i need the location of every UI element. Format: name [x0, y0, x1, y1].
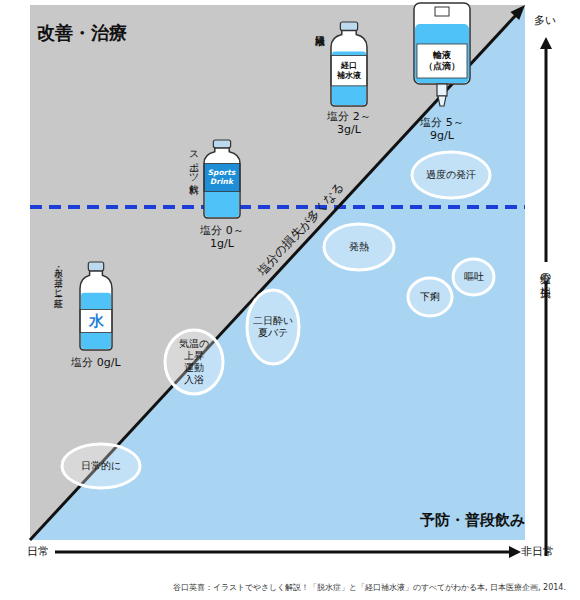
node-sublabel: 塩分 0～1g/L — [197, 224, 247, 250]
iv-bag-outline-stroke — [414, 3, 470, 84]
bottle-outline — [80, 262, 112, 350]
condition-ellipse: 嘔吐 — [451, 257, 496, 297]
ellipse-shape — [324, 224, 394, 270]
condition-ellipse: 下痢 — [406, 276, 454, 318]
node-sublabel: 水・お茶・コーヒー・紅茶 — [53, 262, 63, 292]
caption: 谷口英喜：イラストでやさしく解説！「脱水症」と「経口補水液」のすべてがわかる本,… — [173, 583, 566, 593]
node-label: 二日酔い 夏バテ — [251, 315, 295, 339]
condition-ellipse: 過度の発汗 — [410, 150, 492, 200]
bottle-liquid — [332, 51, 366, 105]
bottle-body — [331, 30, 367, 106]
ellipse-shape — [408, 278, 452, 316]
ellipse-shape — [412, 152, 490, 198]
axis-end-label: 多い — [534, 14, 556, 27]
node-label: 発熱 — [329, 241, 389, 253]
axis-title: 塩分の損失 — [539, 262, 552, 281]
iv-bag-label — [417, 44, 467, 78]
node-sublabel: 塩分 2～3g/L — [324, 110, 374, 136]
bottle-outline-stroke — [331, 30, 367, 106]
node-label: Sports Drink — [204, 168, 240, 186]
x-axis-arrow-head — [509, 546, 521, 558]
bottle-outline-stroke — [204, 148, 240, 218]
axis-end-label: 日常 — [27, 545, 49, 558]
bottle-body — [204, 148, 240, 218]
node-label: 輸液 （点滴） — [417, 50, 467, 72]
bottle-cap — [213, 140, 230, 148]
condition-ellipse: 二日酔い 夏バテ — [245, 288, 301, 366]
iv-bag-spout — [437, 84, 447, 96]
iv-bag-tip — [438, 96, 446, 106]
region-title: 改善・治療 — [37, 22, 127, 44]
axis-end-label: 非日常 — [521, 545, 554, 558]
bottle-liquid — [81, 293, 111, 349]
node-sublabel: 塩分 0g/L — [71, 356, 121, 369]
ellipse-shape — [62, 444, 140, 488]
condition-ellipse: 日常的に — [60, 442, 142, 490]
iv-bag: 輸液 （点滴）塩分 5～9g/L — [413, 2, 471, 108]
diagonal-arrow-head — [510, 5, 525, 20]
node-sublabel: 塩分 5～9g/L — [417, 116, 467, 142]
bottle-body — [80, 271, 112, 350]
ellipse-shape — [453, 259, 494, 295]
iv-bag-liquid — [415, 24, 469, 83]
node-label: 下痢 — [410, 291, 450, 303]
node-label: 気温の 上昇 運動 入浴 — [176, 338, 212, 386]
y-axis-arrow-head — [540, 37, 552, 49]
bottle-liquid — [205, 167, 239, 217]
bottle-label-band — [80, 310, 112, 333]
iv-bag-hanger — [435, 7, 449, 16]
bottle-cap — [340, 22, 357, 30]
condition-ellipse: 気温の 上昇 運動 入浴 — [163, 328, 225, 396]
water-bottle: 水水・お茶・コーヒー・紅茶塩分 0g/L — [80, 262, 112, 350]
node-label: 嘔吐 — [455, 271, 493, 283]
iv-bag-body — [414, 3, 470, 84]
diagonal-axis — [30, 15, 516, 540]
node-label: 日常的に — [66, 460, 136, 472]
ellipse-shape — [165, 330, 223, 394]
ors-bottle: 経口 補水液経口補水液塩分 2～3g/L — [331, 22, 367, 106]
node-sublabel: スポーツ飲料 — [187, 144, 199, 177]
prevention-region — [30, 5, 525, 540]
y-axis — [545, 46, 548, 556]
region-title: 予防・普段飲み — [420, 511, 525, 529]
ellipse-shape — [247, 290, 299, 364]
sports-drink-bottle: Sports Drinkスポーツ飲料塩分 0～1g/L — [204, 140, 240, 218]
x-axis — [55, 551, 512, 554]
condition-ellipse: 発熱 — [322, 222, 396, 272]
threshold-dashed-line — [30, 205, 525, 209]
bottle-cap — [88, 262, 103, 271]
bottle-label-band — [331, 56, 367, 86]
bottle-outline-stroke — [80, 271, 112, 350]
node-label: 水 — [80, 312, 112, 330]
treatment-region — [30, 5, 525, 540]
bottle-label-band — [204, 163, 240, 191]
node-label: 経口 補水液 — [331, 61, 367, 80]
node-label: 過度の発汗 — [416, 169, 486, 181]
